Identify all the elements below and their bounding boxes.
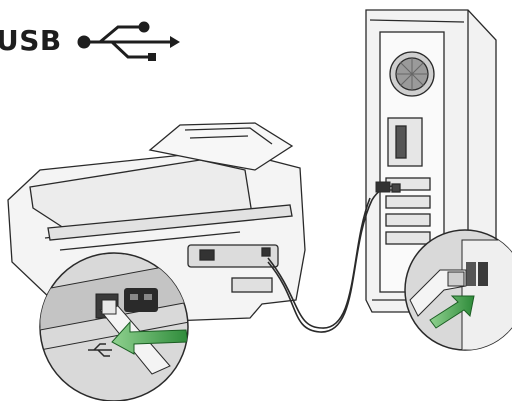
usb-symbol-icon	[79, 23, 180, 61]
fan-icon	[390, 52, 434, 96]
computer-usb-plug	[376, 182, 390, 192]
